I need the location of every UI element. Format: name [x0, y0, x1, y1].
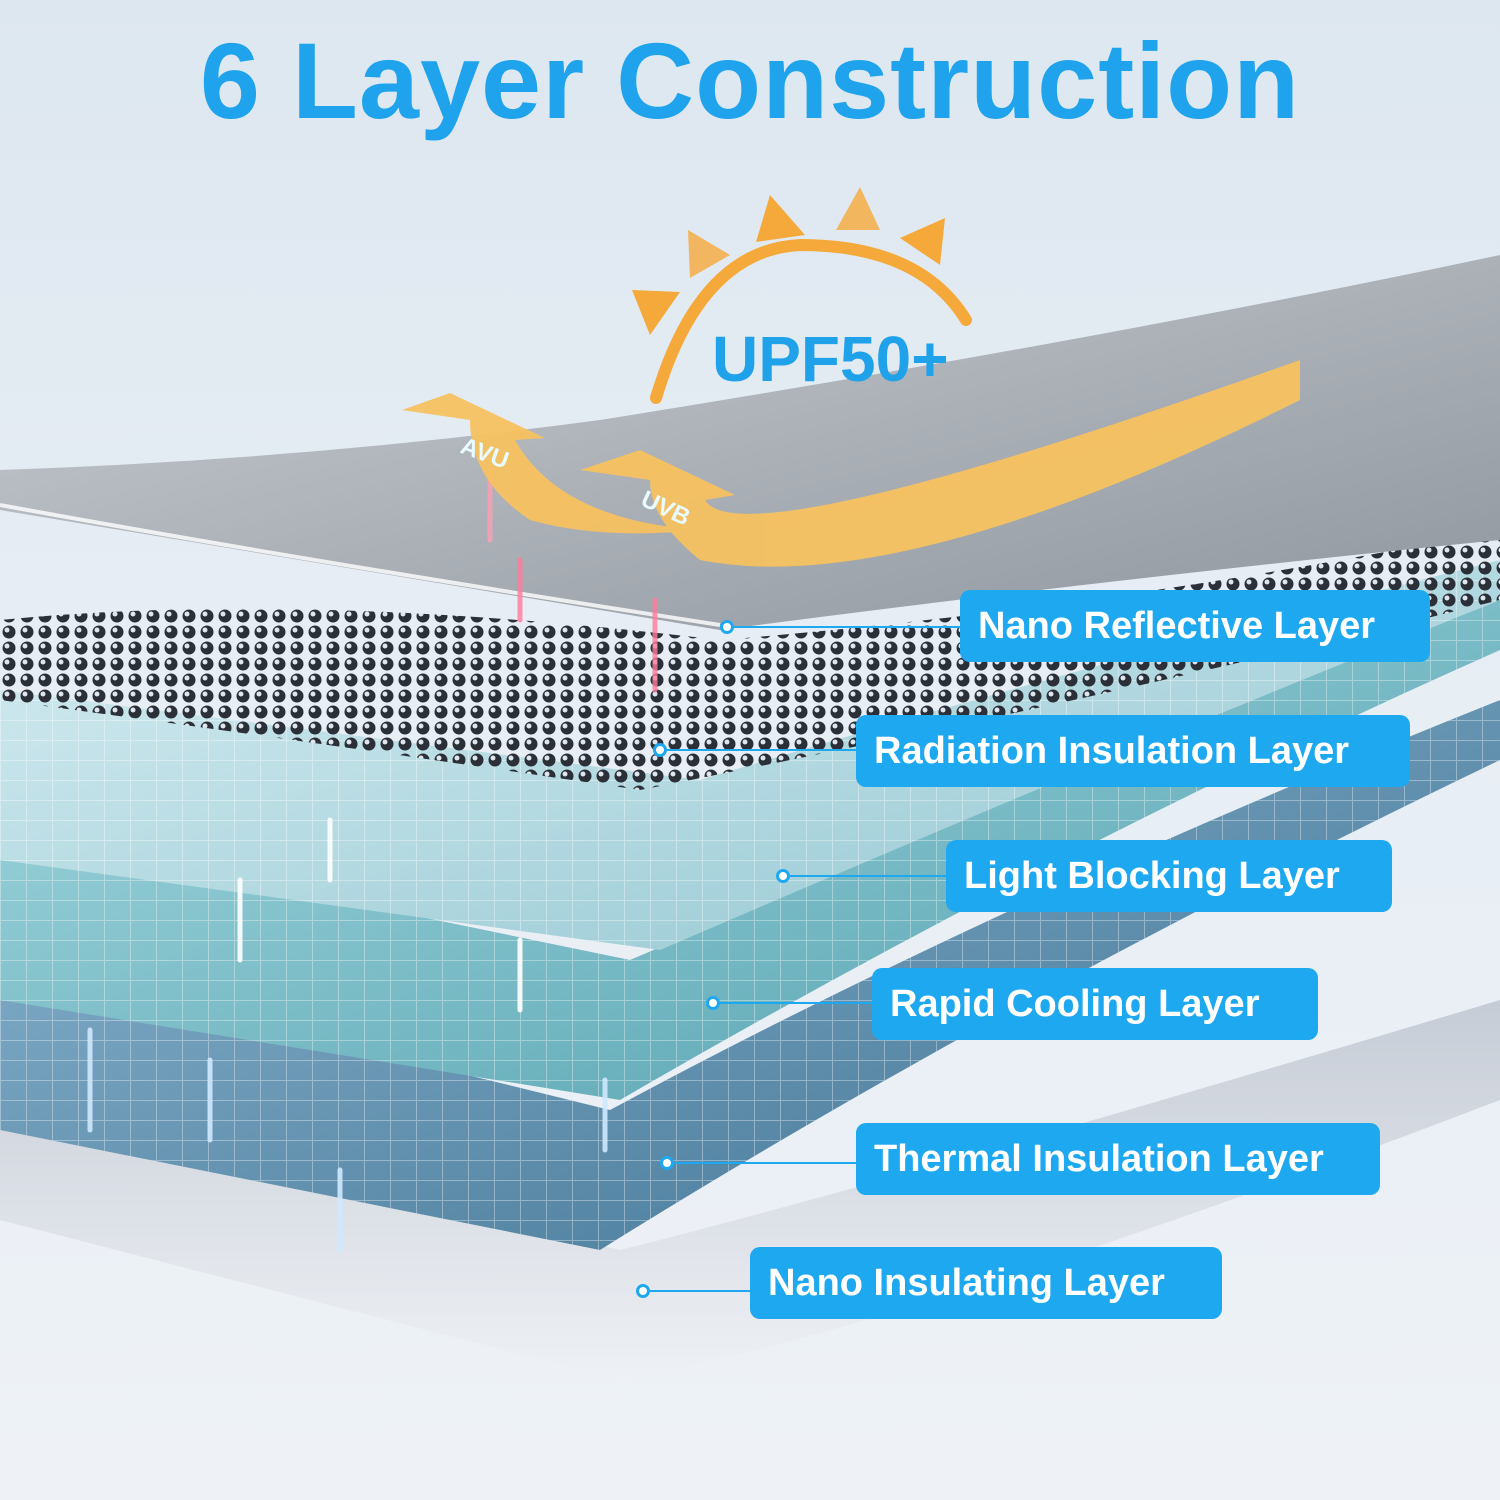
- callout-line: [790, 875, 950, 877]
- callout-dot: [653, 743, 667, 757]
- page-title: 6 Layer Construction: [199, 20, 1301, 141]
- callout-line: [720, 1002, 875, 1004]
- callout-dot: [706, 996, 720, 1010]
- sun-icon: [632, 187, 972, 404]
- uv-arrows: [402, 360, 1300, 567]
- rapid-cooling-layer-shape: [0, 600, 1500, 1100]
- label-thermal-insulation-layer: Thermal Insulation Layer: [856, 1123, 1380, 1195]
- nano-reflective-layer-shape: [0, 255, 1500, 630]
- upf-rating-badge: UPF50+: [712, 323, 949, 395]
- callout-dot: [636, 1284, 650, 1298]
- callout-line: [650, 1290, 753, 1292]
- nano-insulating-layer-shape: [0, 1000, 1500, 1380]
- callout-dot: [660, 1156, 674, 1170]
- thermal-insulation-layer-shape: [0, 700, 1500, 1250]
- label-light-blocking-layer: Light Blocking Layer: [946, 840, 1392, 912]
- label-radiation-insulation-layer: Radiation Insulation Layer: [856, 715, 1410, 787]
- light-blocking-layer-shape: [0, 560, 1500, 950]
- label-rapid-cooling-layer: Rapid Cooling Layer: [872, 968, 1318, 1040]
- label-nano-insulating-layer: Nano Insulating Layer: [750, 1247, 1222, 1319]
- callout-line: [674, 1162, 859, 1164]
- callout-dot: [720, 620, 734, 634]
- label-nano-reflective-layer: Nano Reflective Layer: [960, 590, 1430, 662]
- callout-dot: [776, 869, 790, 883]
- uv-rays: [87, 467, 658, 1253]
- callout-line: [734, 626, 964, 628]
- callout-line: [667, 749, 859, 751]
